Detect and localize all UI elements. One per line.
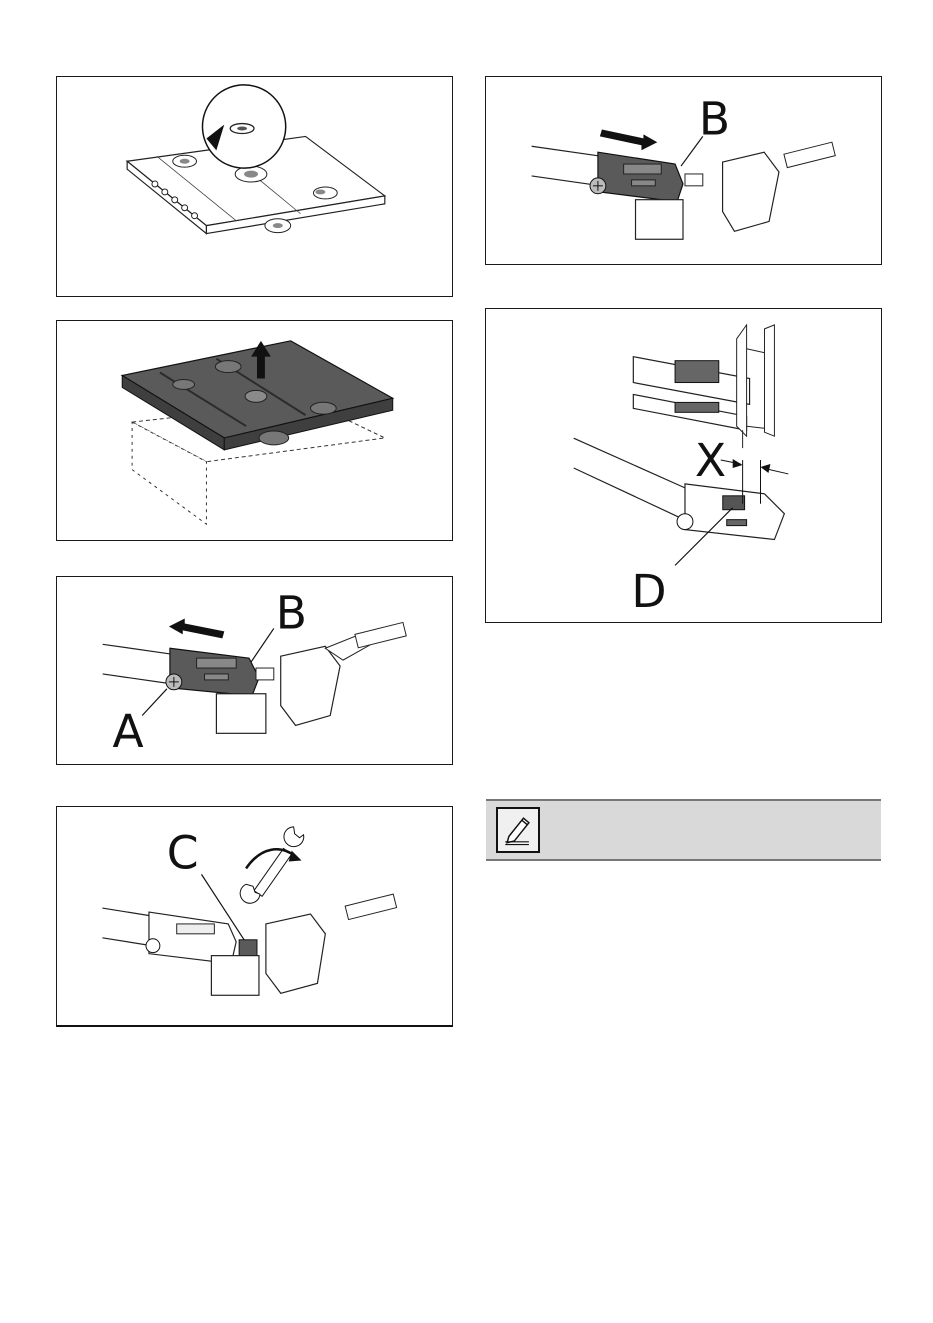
- figure-slide-sleeve-back: B A: [56, 576, 453, 765]
- slide-forward-illustration: B: [486, 77, 881, 264]
- label-d: D: [631, 565, 666, 618]
- label-b-left: B: [276, 586, 307, 639]
- hob-detail-illustration: [57, 77, 452, 296]
- figure-hob-detail: [56, 76, 453, 297]
- slide-sleeve-illustration: B A: [57, 577, 452, 764]
- pencil-note-icon: [496, 807, 540, 853]
- arrow-left-icon: [169, 619, 224, 639]
- figure-remove-hob-top: [56, 320, 453, 541]
- caliper-illustration: X D: [486, 309, 881, 622]
- panel-bottom-rule: [56, 1025, 453, 1027]
- figure-measure-distance: X D: [485, 308, 882, 623]
- label-c: C: [167, 826, 199, 879]
- note-bar: [486, 799, 881, 861]
- loosen-nozzle-illustration: C: [57, 807, 452, 1025]
- label-b-top: B: [699, 92, 730, 145]
- label-x: X: [695, 434, 726, 487]
- figure-loosen-nozzle: C: [56, 806, 453, 1026]
- remove-hob-illustration: [57, 321, 452, 540]
- wrench-icon: [240, 827, 304, 903]
- arrow-right-icon: [600, 129, 657, 150]
- label-a: A: [113, 705, 144, 758]
- figure-slide-sleeve-forward: B: [485, 76, 882, 265]
